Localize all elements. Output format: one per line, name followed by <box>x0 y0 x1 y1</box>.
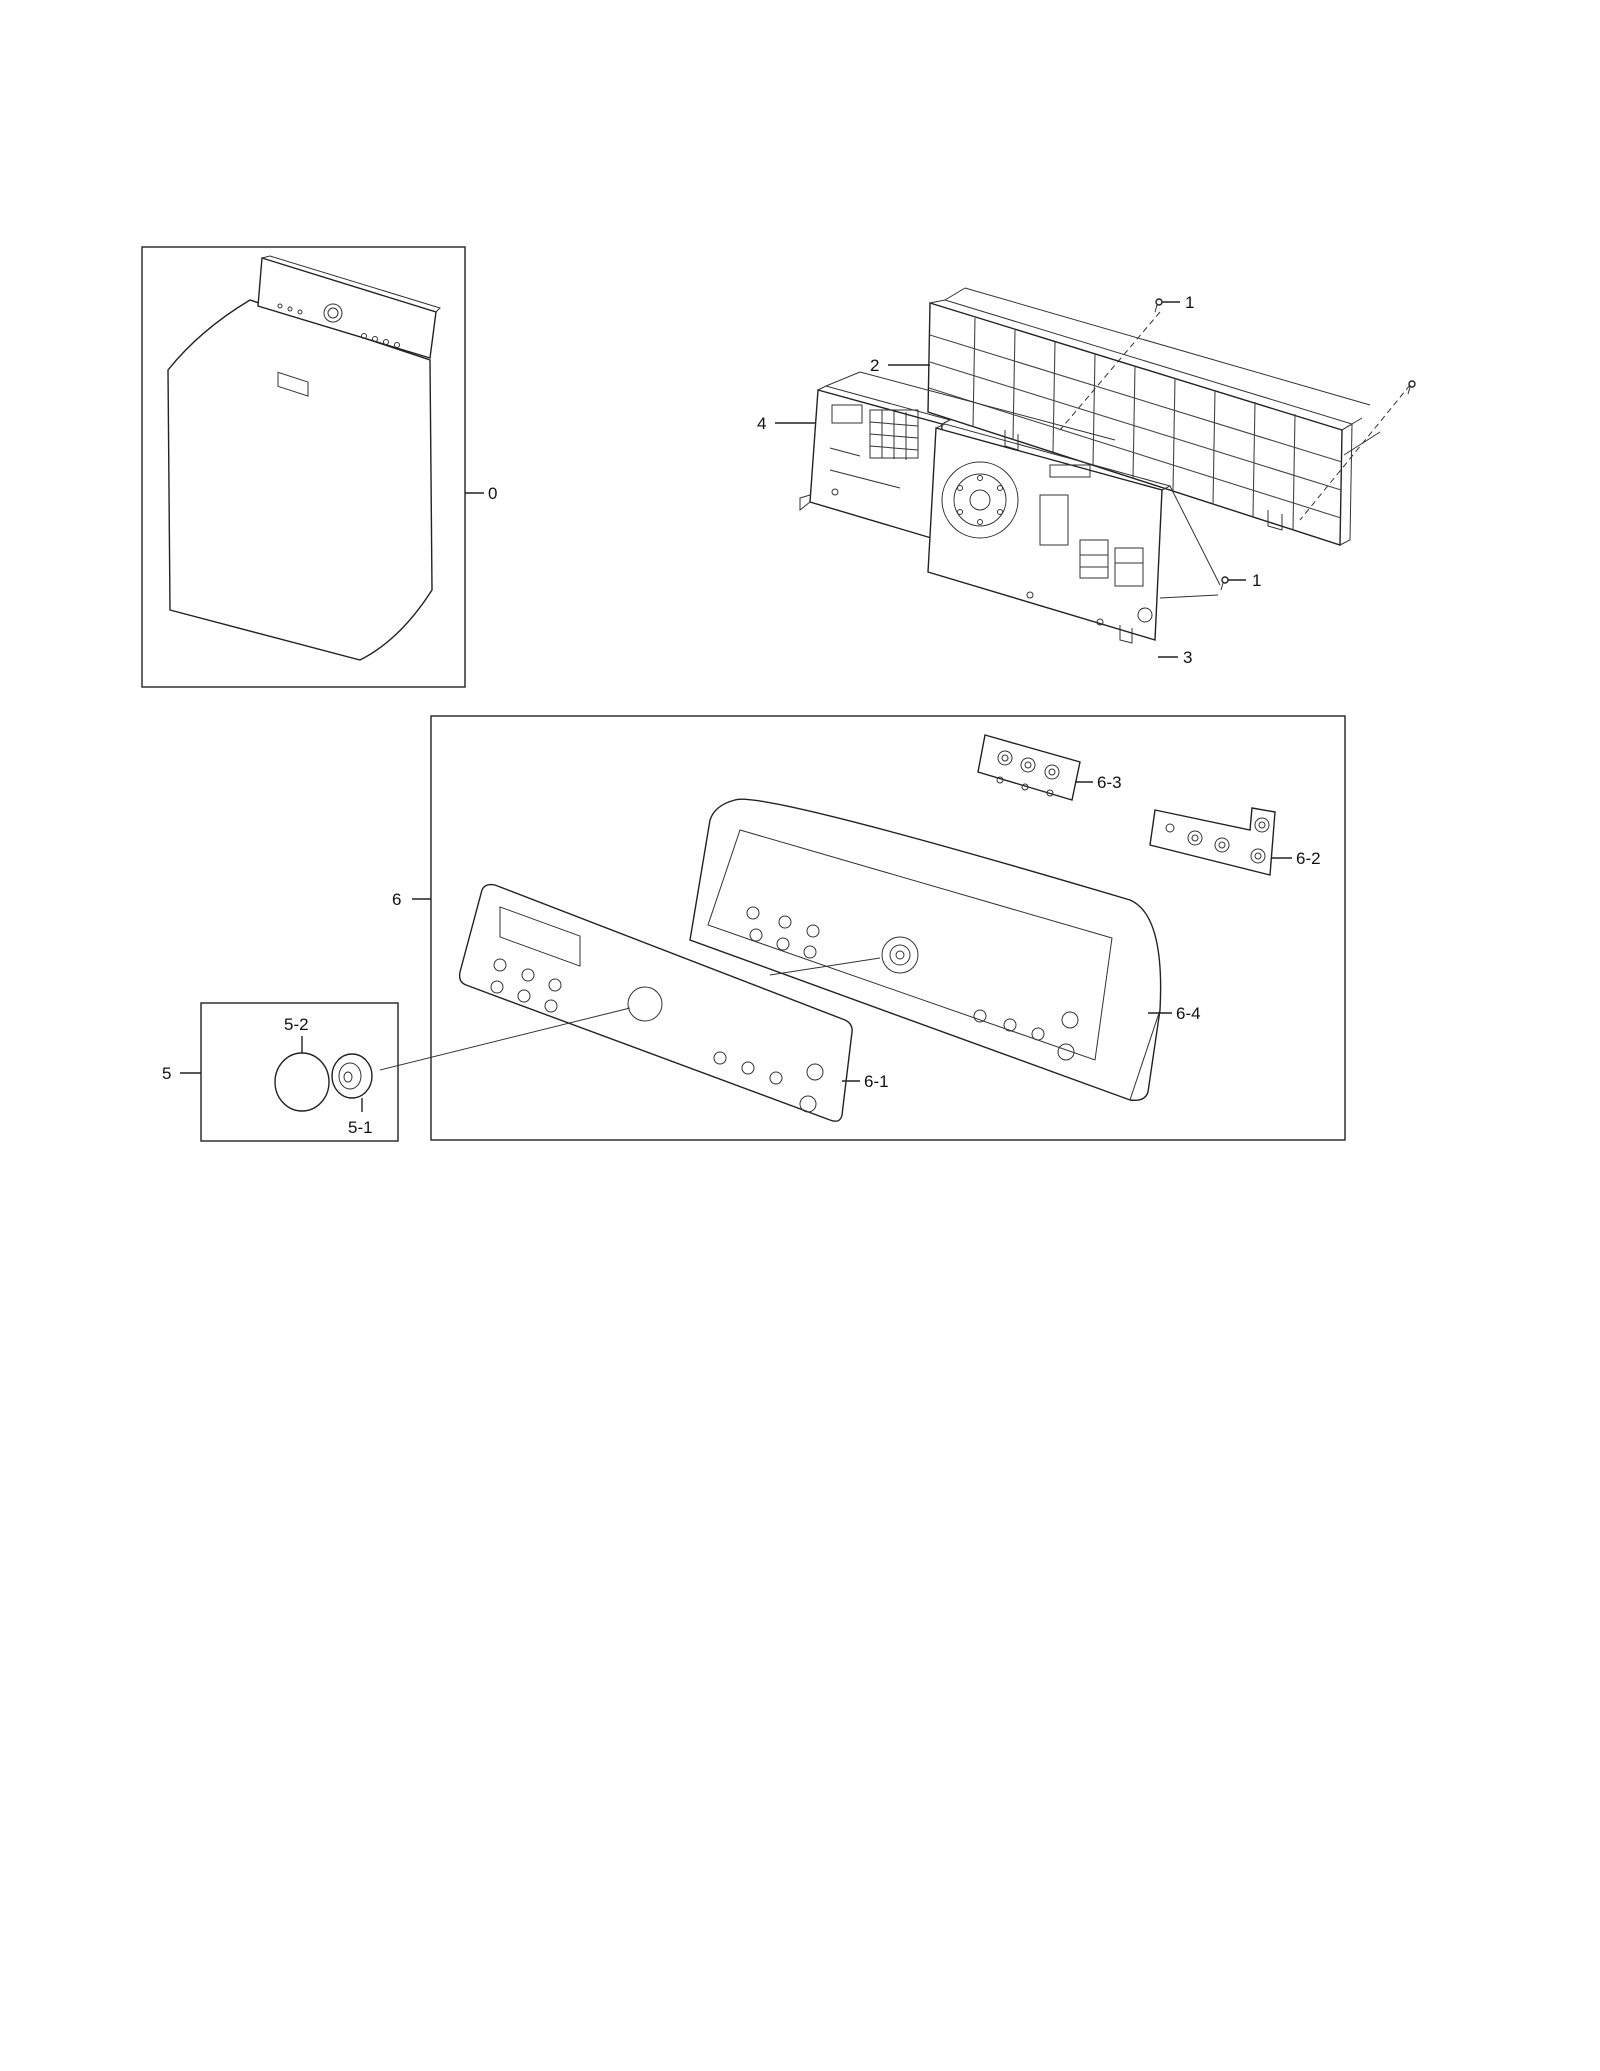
screw-top: 1 <box>1154 293 1194 313</box>
screw-right <box>1407 380 1416 395</box>
callout-6-3: 6-3 <box>1097 773 1122 792</box>
knob-assembly-group: 5 5-2 5-1 <box>162 1002 631 1142</box>
part-6-2-pcb: 6-2 <box>1149 807 1321 876</box>
part-6-4-panel-housing: 6-4 <box>689 798 1201 1102</box>
part-2-control-panel-frame: 2 <box>870 287 1411 546</box>
callout-1-middle: 1 <box>1252 571 1261 590</box>
callout-6-1: 6-1 <box>864 1072 889 1091</box>
callout-5-2: 5-2 <box>284 1015 309 1034</box>
callout-6-4: 6-4 <box>1176 1004 1201 1023</box>
knob-assembly-box <box>200 1002 399 1142</box>
part-3-main-pcb: 3 <box>825 371 1221 667</box>
callout-6: 6 <box>392 890 401 909</box>
callout-1-top: 1 <box>1185 293 1194 312</box>
callout-3: 3 <box>1183 648 1192 667</box>
part-5-1-knob-base: 5-1 <box>331 1053 373 1137</box>
part-1-screws: 1 1 <box>1154 293 1416 591</box>
control-panel-assembly-box <box>430 715 1346 1141</box>
washer-body <box>167 299 433 661</box>
washer-overview-box <box>141 246 466 688</box>
callout-6-2: 6-2 <box>1296 849 1321 868</box>
callout-2: 2 <box>870 356 879 375</box>
washer-console <box>257 255 441 397</box>
part-5-2-knob-cap: 5-2 <box>274 1015 330 1112</box>
control-panel-assembly-group: 6 6-3 <box>392 715 1346 1141</box>
callout-0: 0 <box>488 484 497 503</box>
screw-middle: 1 <box>1220 571 1261 591</box>
callout-5-1: 5-1 <box>348 1118 373 1137</box>
washer-overview-group: 0 <box>141 246 497 688</box>
callout-5: 5 <box>162 1064 171 1083</box>
part-4-sub-pcb: 4 <box>757 385 952 541</box>
part-6-1-panel-overlay: 6-1 <box>458 883 889 1122</box>
part-6-3-pcb: 6-3 <box>977 734 1122 801</box>
callout-4: 4 <box>757 414 766 433</box>
